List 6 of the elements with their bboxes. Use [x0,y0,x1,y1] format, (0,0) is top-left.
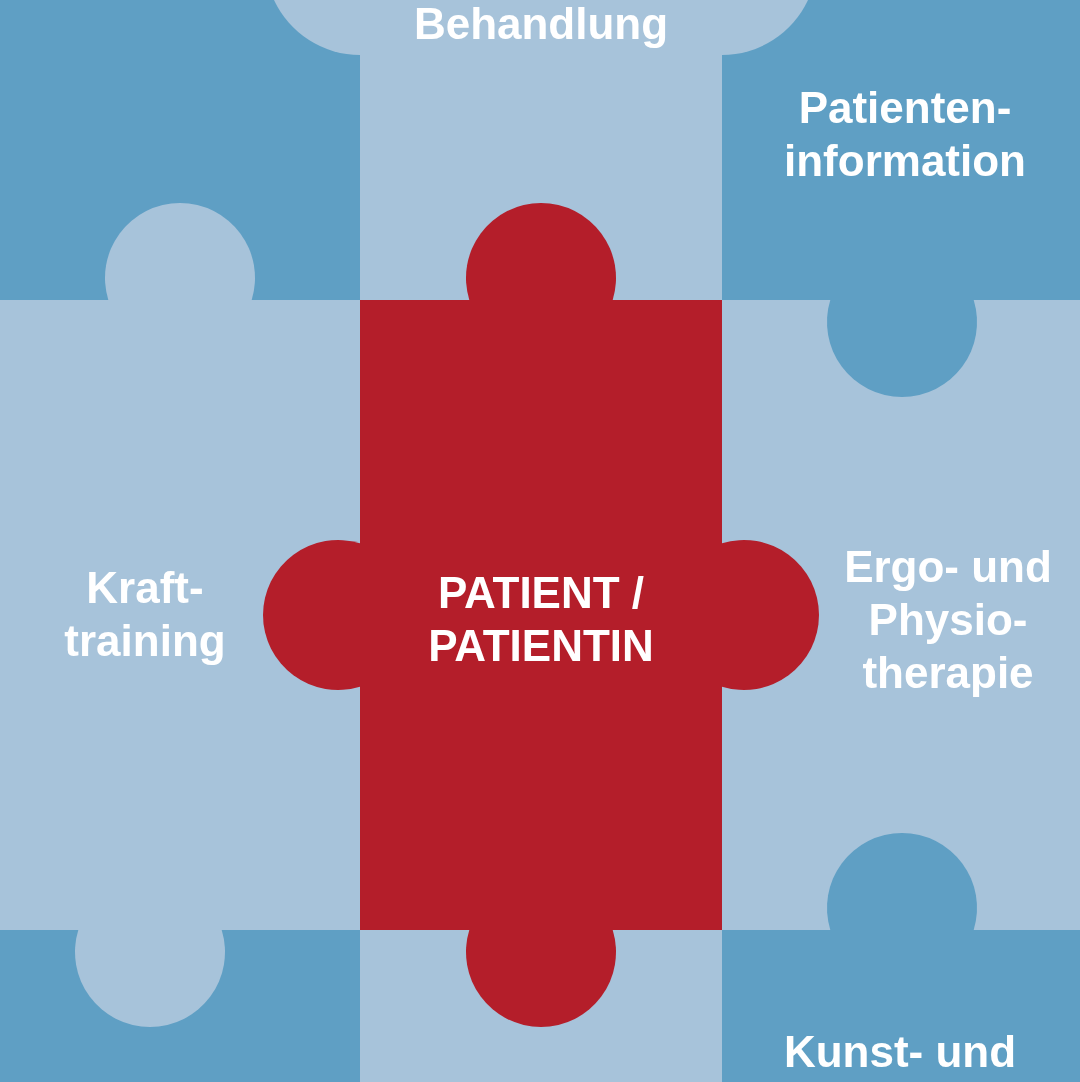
piece-label: Patienten- information [783,82,1027,187]
piece-label: Kunst- und [782,1025,1018,1078]
piece-label: PATIENT / PATIENTIN [427,567,655,672]
piece-label: Behandlung [412,0,670,50]
piece-label: Kraft- training [63,562,227,667]
piece-label: Ergo- und Physio- therapie [843,540,1053,699]
